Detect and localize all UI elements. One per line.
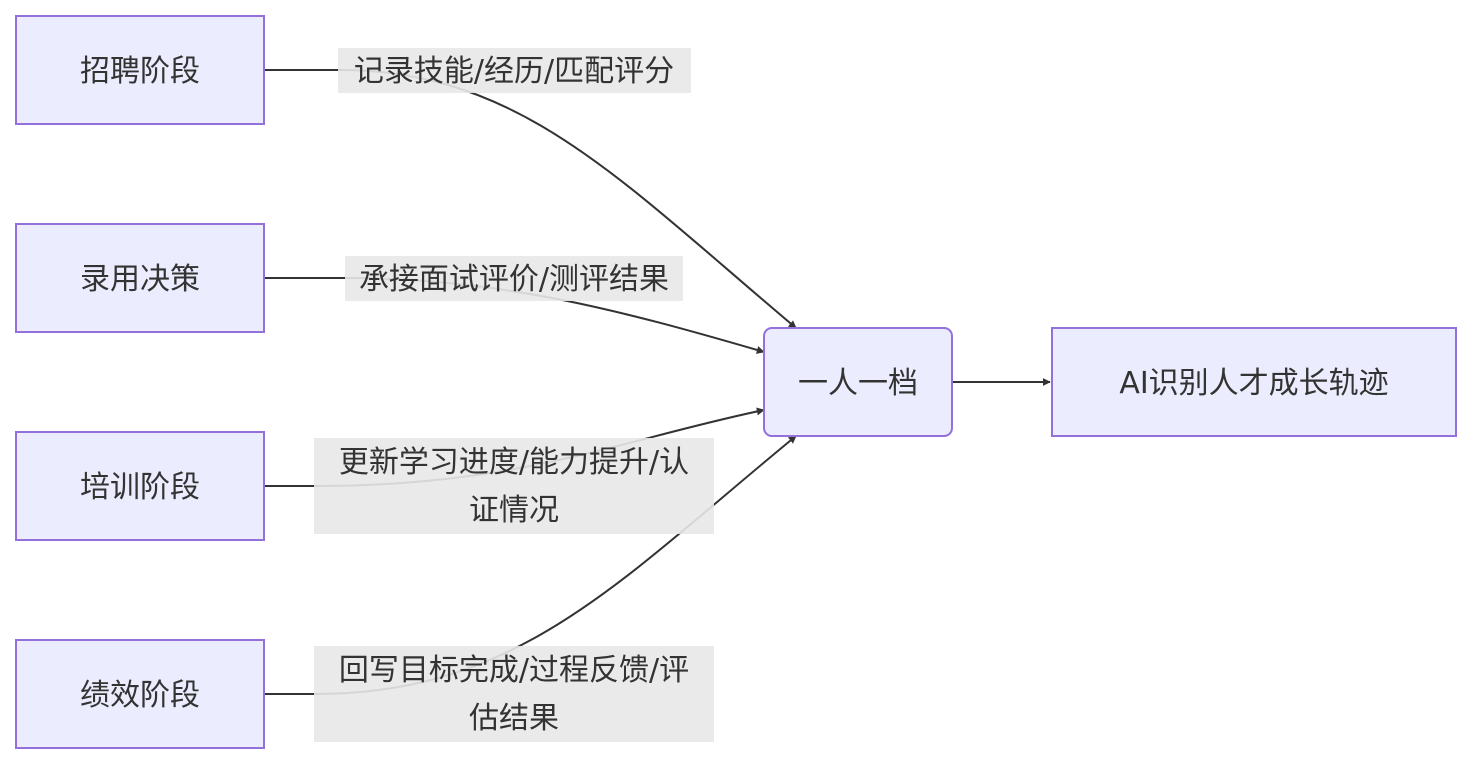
node-profile-label: 一人一档 bbox=[798, 366, 918, 401]
node-perf-label: 绩效阶段 bbox=[80, 678, 200, 713]
node-recruit-label: 招聘阶段 bbox=[80, 54, 200, 89]
node-recruit[interactable]: 招聘阶段 bbox=[15, 15, 265, 125]
edge-label-hire-line-1: 承接面试评价/测评结果 bbox=[359, 262, 669, 297]
node-profile[interactable]: 一人一档 bbox=[763, 327, 953, 437]
edge-label-hire: 承接面试评价/测评结果 bbox=[345, 256, 683, 301]
edge-label-train: 更新学习进度/能力提升/认 证情况 bbox=[314, 438, 714, 534]
edge-label-perf-line-1: 回写目标完成/过程反馈/评 bbox=[339, 653, 689, 688]
node-ai-label: AI识别人才成长轨迹 bbox=[1119, 366, 1388, 401]
edge-label-train-line-1: 更新学习进度/能力提升/认 bbox=[339, 445, 689, 480]
node-train[interactable]: 培训阶段 bbox=[15, 431, 265, 541]
edge-label-perf-line-2: 估结果 bbox=[469, 701, 559, 736]
node-hire[interactable]: 录用决策 bbox=[15, 223, 265, 333]
edge-label-recruit: 记录技能/经历/匹配评分 bbox=[338, 48, 691, 93]
node-ai[interactable]: AI识别人才成长轨迹 bbox=[1051, 327, 1457, 437]
edge-label-train-line-2: 证情况 bbox=[469, 493, 559, 528]
node-hire-label: 录用决策 bbox=[80, 262, 200, 297]
edge-label-recruit-line-1: 记录技能/经历/匹配评分 bbox=[354, 54, 674, 89]
node-perf[interactable]: 绩效阶段 bbox=[15, 639, 265, 749]
edge-label-perf: 回写目标完成/过程反馈/评 估结果 bbox=[314, 646, 714, 742]
node-train-label: 培训阶段 bbox=[80, 470, 200, 505]
